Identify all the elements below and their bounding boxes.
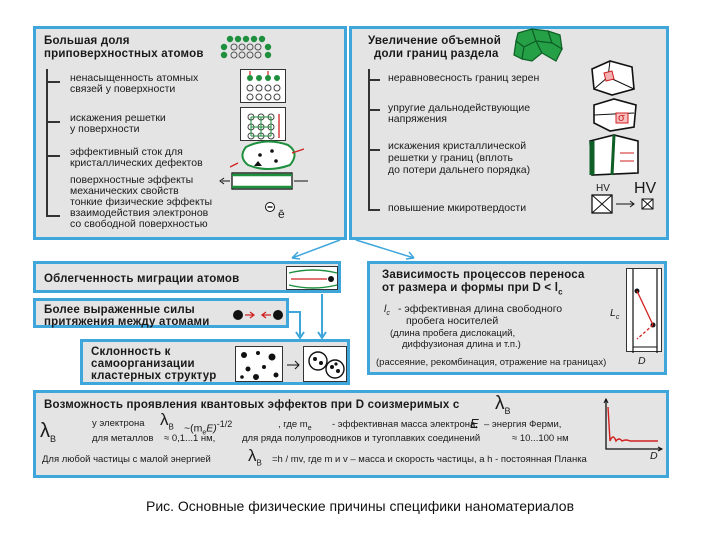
microhardness-indent-icons: [591, 194, 654, 214]
grain-boundary-diagram: [591, 60, 635, 96]
line3-lambda: λB: [248, 446, 262, 468]
migration-panel: Облегченность миграции атомов: [33, 261, 341, 293]
boundary-lattice-diagram: [589, 134, 639, 176]
tree-line: [46, 69, 48, 217]
lambda-symbol-large: λB: [40, 420, 57, 444]
self-org-label-1: Склонность к: [91, 346, 171, 358]
transport-title-2: от размера и формы при D < lc: [382, 282, 563, 297]
lc-definition-2: пробега носителей: [406, 315, 499, 327]
line1-mass: - эффективная масса электрона,: [332, 419, 478, 430]
tree-line: [368, 69, 370, 211]
d-axis-label: D: [638, 355, 646, 367]
item-lattice-boundary-1: искажения кристаллической: [388, 140, 527, 152]
migration-label: Облегченность миграции атомов: [44, 273, 240, 285]
attraction-diagram: [233, 310, 283, 320]
quantum-graph: [603, 397, 664, 452]
item-surface-effects-3: тонкие физические эффекты: [70, 196, 213, 208]
quantum-title-lambda: λB: [495, 393, 511, 416]
item-lattice-boundary-3: до потери дальнего порядка): [388, 164, 531, 176]
quantum-title: Возможность проявления квантовых эффекто…: [44, 399, 460, 411]
item-lattice-distortion-1: искажения решетки: [70, 112, 166, 124]
self-org-panel: Склонность к самоорганизации кластерных …: [80, 339, 350, 385]
interfaces-title-2: доли границ раздела: [374, 48, 499, 60]
lc-definition-4: диффузионая длина и т.п.): [402, 339, 521, 350]
lc-symbol: lc: [384, 303, 390, 318]
surface-film-diagram: [219, 172, 308, 212]
item-microhardness: повышение мкиротвердости: [388, 202, 527, 214]
item-surface-effects-5: со свободной поверхностью: [70, 218, 208, 230]
graph-x-label: D: [650, 450, 658, 462]
interfaces-title-1: Увеличение объемной: [368, 35, 502, 47]
item-defect-sink-2: кристаллических дефектов: [70, 157, 203, 169]
self-org-label-2: самоорганизации: [91, 358, 195, 370]
item-long-range-stress-1: упругие дальнодействующие: [388, 102, 531, 114]
line1-where: , где me: [278, 419, 312, 432]
item-nonequilibrium: неравновесность границ зерен: [388, 72, 540, 84]
self-org-arrow: [287, 360, 300, 370]
unsaturated-bonds-diagram: [240, 69, 286, 103]
branch: [46, 121, 60, 123]
branch: [368, 79, 380, 81]
grain-structure-icon: [513, 28, 563, 62]
item-lattice-distortion-2: у поверхности: [70, 123, 140, 135]
line3-any-particle: Для любой частицы с малой энергией: [42, 454, 211, 465]
forces-panel: Более выраженные силы притяжения между а…: [33, 298, 289, 328]
branch: [368, 149, 380, 151]
line1-electron: у электрона: [92, 418, 145, 429]
branch: [46, 81, 60, 83]
interfaces-panel: Увеличение объемной доли границ раздела …: [349, 26, 669, 240]
lc-definition-1: - эффективная длина свободного: [398, 303, 563, 315]
transport-diagram: [626, 268, 662, 353]
branch: [368, 109, 380, 111]
item-surface-effects-1: поверхностные эффекты: [70, 174, 194, 186]
defect-sink-diagram: [229, 140, 305, 170]
surface-lattice-icon: [220, 35, 272, 59]
item-lattice-boundary-2: решетки у границ (вплоть: [388, 152, 513, 164]
branch: [368, 209, 380, 211]
item-surface-effects-2: механических свойств: [70, 185, 179, 197]
item-defect-sink-1: эффективный сток для: [70, 146, 183, 158]
figure-caption: Рис. Основные физические причины специфи…: [145, 498, 575, 514]
cluster-diagram: [303, 346, 347, 382]
lattice-distortion-diagram: [240, 107, 286, 141]
line1-lambda: λB: [160, 410, 174, 432]
line2-semiconductors-range: ≈ 10...100 нм: [512, 433, 569, 444]
line2-metals-range: ≈ 0,1...1 нм,: [164, 433, 216, 444]
self-org-label-3: кластерных структур: [91, 370, 217, 382]
quantum-panel: Возможность проявления квантовых эффекто…: [33, 390, 669, 478]
random-particles-diagram: [235, 346, 283, 382]
lc-definition-3: (длина пробега дислокаций,: [390, 328, 516, 339]
item-unsaturated-1: ненасыщенность атомных: [70, 72, 199, 84]
hv-small-label: HV: [596, 183, 610, 194]
line3-formula: =h / mv, где m и v – масса и скорость ча…: [272, 454, 587, 465]
transport-panel: Зависимость процессов переноса от размер…: [367, 261, 667, 375]
forces-label-2: притяжения между атомами: [44, 316, 210, 328]
item-unsaturated-2: связей у поверхности: [70, 83, 176, 95]
line1-e-symbol: E: [470, 416, 479, 431]
migration-diagram: [286, 266, 338, 290]
item-surface-effects-4: взаимодействия электронов: [70, 207, 209, 219]
surface-atoms-title-2: приповерхностных атомов: [44, 48, 204, 60]
hv-large-label: HV: [634, 180, 657, 197]
lc-axis-label: Lc: [610, 307, 620, 322]
line1-proportional: ~(meE)-1/2: [184, 419, 233, 437]
elastic-stress-diagram: [593, 98, 637, 132]
line1-fermi: – энергия Ферми,: [484, 419, 562, 430]
lc-definition-5: (рассеяние, рекомбинация, отражение на г…: [376, 357, 607, 368]
transport-title-1: Зависимость процессов переноса: [382, 269, 585, 281]
surface-atoms-title-1: Большая доля: [44, 35, 130, 47]
forces-label-1: Более выраженные силы: [44, 304, 195, 316]
electron-label: ē: [278, 207, 285, 221]
surface-atoms-panel: Большая доля приповерхностных атомов нен…: [33, 26, 347, 240]
branch: [46, 155, 60, 157]
item-long-range-stress-2: напряжения: [388, 113, 447, 125]
sigma-label: σ: [618, 112, 625, 124]
line2-semiconductors: для ряда полупроводников и тугоплавких с…: [242, 433, 481, 444]
line2-metals: для металлов: [92, 433, 154, 444]
branch: [46, 215, 60, 217]
